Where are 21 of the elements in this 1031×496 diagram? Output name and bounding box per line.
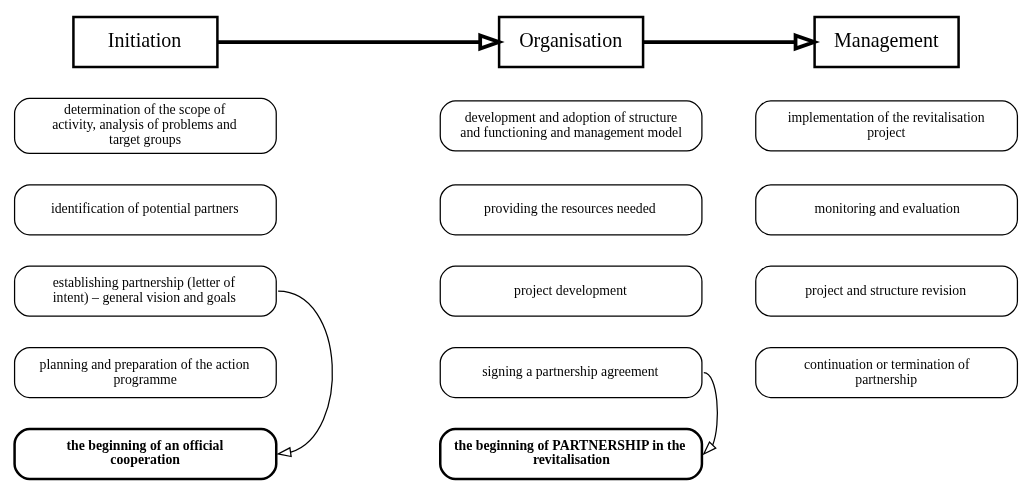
node-box: identification of potential partners [13, 184, 277, 236]
node-box: Management [812, 15, 960, 69]
node-box: the beginning of an official cooperation [12, 427, 277, 481]
node-box: the beginning of PARTNERSHIP in the revitalisation [438, 427, 703, 481]
node-box: continuation or termination of partnership [754, 346, 1018, 399]
node-box: establishing partnership (letter of intent) – general vision and goals [13, 265, 277, 317]
arrow [217, 32, 505, 52]
node-box: providing the resources needed [439, 184, 703, 236]
node-box: determination of the scope of activity, analysis of problems and target groups [13, 97, 277, 155]
arrow [275, 290, 333, 458]
node-box: planning and preparation of the action programme [13, 346, 277, 399]
node-box: Initiation [71, 15, 219, 69]
arrow [642, 32, 820, 52]
arrow [701, 371, 718, 456]
node-box: implementation of the revitalisation project [754, 100, 1018, 152]
node-box: Organisation [497, 15, 644, 69]
node-box: development and adoption of structure and functioning and management model [439, 100, 703, 152]
node-box: monitoring and evaluation [754, 184, 1018, 236]
node-box: project development [439, 265, 703, 317]
node-box: project and structure revision [754, 265, 1018, 317]
node-box: signing a partnership agreement [439, 346, 703, 399]
